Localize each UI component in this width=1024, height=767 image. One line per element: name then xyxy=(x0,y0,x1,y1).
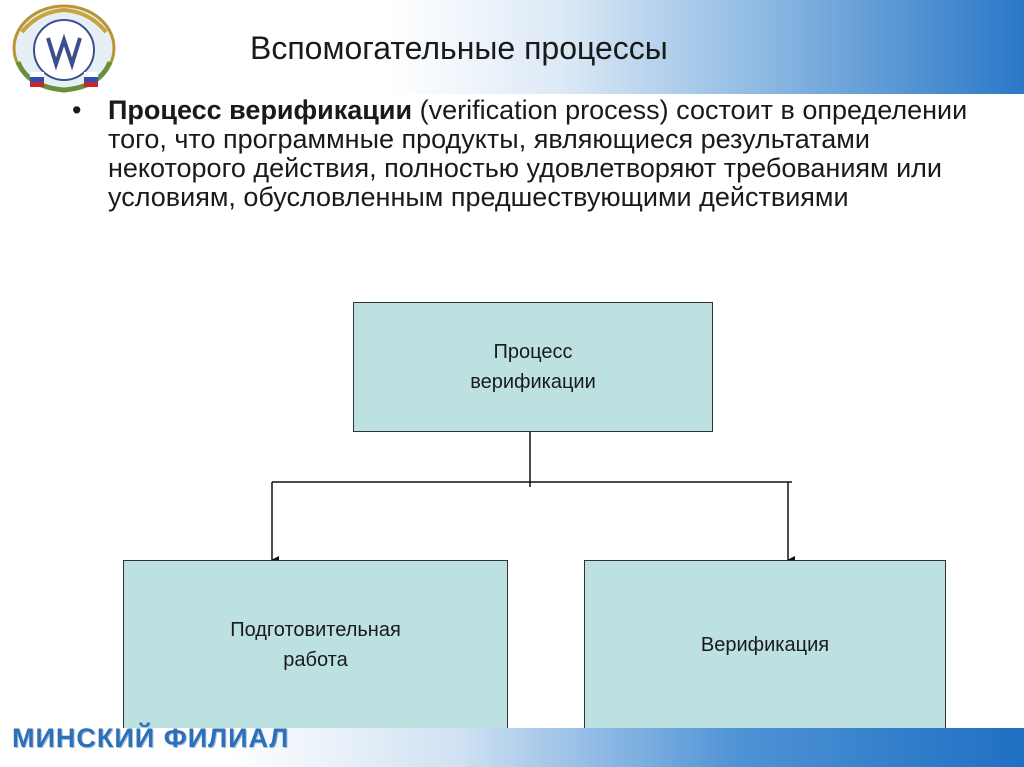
node-root-line2: верификации xyxy=(470,371,596,393)
bullet-term: Процесс верификации xyxy=(108,95,413,125)
node-right-line1: Верификация xyxy=(700,633,830,656)
bullet-body: (verification process) состоит в определ… xyxy=(108,95,968,212)
node-preparatory-work: Подготовительная работа xyxy=(123,560,508,729)
node-verification: Верификация xyxy=(584,560,946,729)
bullet-paragraph: • Процесс верификации (verification proc… xyxy=(72,96,972,212)
university-emblem-logo xyxy=(12,4,116,93)
bullet-marker: • xyxy=(72,95,82,125)
node-left-line1: Подготовительная xyxy=(230,618,401,641)
slide-title: Вспомогательные процессы xyxy=(250,30,668,66)
node-root-line1: Процесс xyxy=(493,341,573,363)
header-band xyxy=(0,0,1024,94)
bullet-text: Процесс верификации (verification proces… xyxy=(108,96,972,212)
node-left-line2: работа xyxy=(283,648,348,671)
footer-band xyxy=(0,728,1024,767)
footer-branch-label: МИНСКИЙ ФИЛИАЛ xyxy=(12,723,290,753)
node-verification-process: Процесс верификации xyxy=(353,302,713,432)
